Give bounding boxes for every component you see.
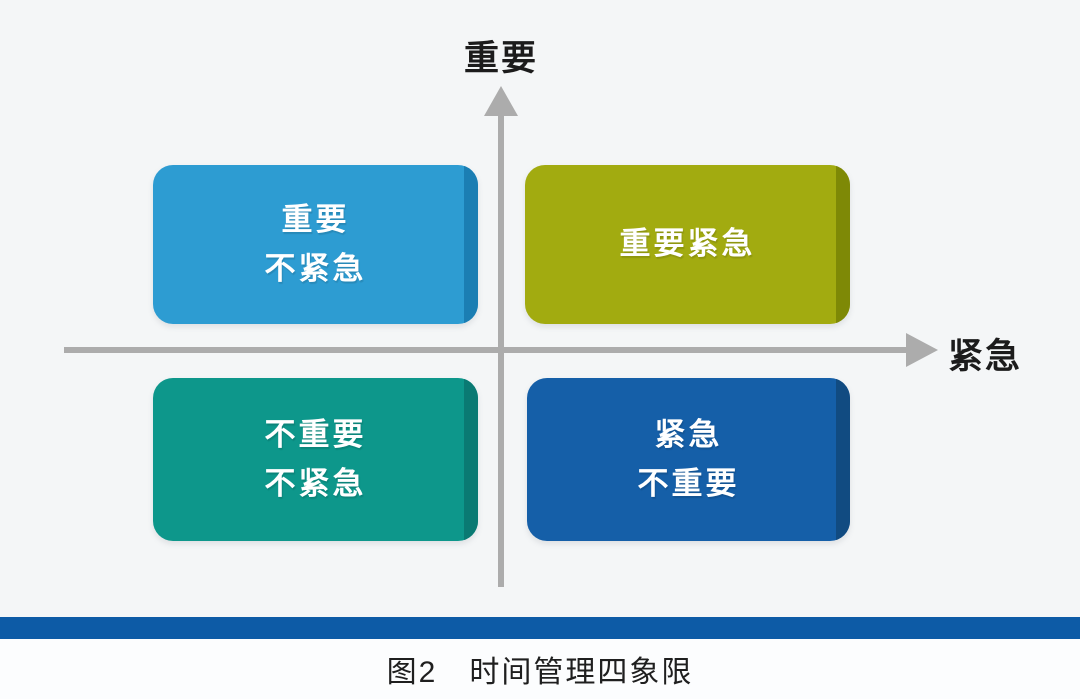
quadrant-label: 重要紧急 <box>619 226 756 262</box>
quadrant-urgent-not-important: 紧急 不重要 <box>527 378 850 541</box>
quadrant-3d-edge <box>836 378 850 541</box>
quadrant-important-urgent: 重要紧急 <box>525 165 850 324</box>
y-axis-label: 重要 <box>463 39 538 78</box>
quadrant-label: 重要 不紧急 <box>264 202 367 286</box>
quadrant-important-not-urgent: 重要 不紧急 <box>153 165 478 324</box>
quadrant-label: 不重要 不紧急 <box>264 417 367 501</box>
quadrant-3d-edge <box>836 165 850 324</box>
x-axis-arrowhead-icon <box>906 333 938 367</box>
quadrant-not-important-not-urgent: 不重要 不紧急 <box>153 378 478 541</box>
divider-bar <box>0 617 1080 639</box>
x-axis-label: 紧急 <box>948 337 1023 376</box>
figure-caption: 图2 时间管理四象限 <box>386 656 694 689</box>
quadrant-label: 紧急 不重要 <box>637 417 740 501</box>
quadrant-3d-edge <box>464 378 478 541</box>
footer: 图2 时间管理四象限 <box>0 639 1080 699</box>
quadrant-3d-edge <box>464 165 478 324</box>
x-axis-line <box>64 347 908 353</box>
y-axis-arrowhead-icon <box>484 86 518 116</box>
